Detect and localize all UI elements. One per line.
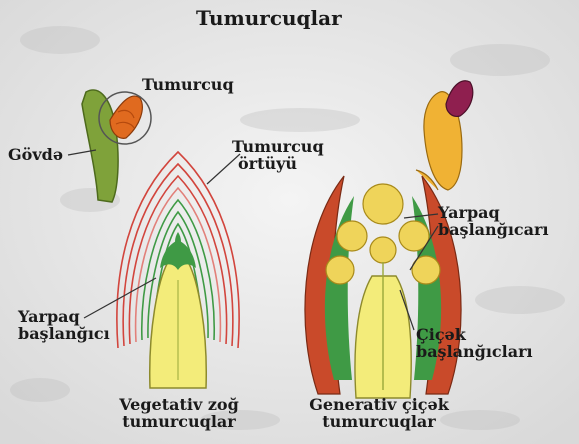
label-bud-cover-line2: örtüyü <box>232 155 324 172</box>
label-bud-cover: Tumurcuq örtüyü <box>232 138 324 173</box>
label-leaf-primordia: Yarpaq başlanğıcarı <box>438 204 549 239</box>
label-stem: Gövdə <box>8 146 63 163</box>
label-leaf-primordium-line1: Yarpaq <box>18 308 110 325</box>
label-bud-cover-line1: Tumurcuq <box>232 138 324 155</box>
label-vegetative-line1: Vegetativ zoğ <box>104 396 254 413</box>
label-leaf-primordia-line1: Yarpaq <box>438 204 549 221</box>
label-vegetative-buds: Vegetativ zoğ tumurcuqlar <box>104 396 254 431</box>
label-generative-line2: tumurcuqlar <box>294 413 464 430</box>
diagram-title: Tumurcuqlar <box>196 8 342 30</box>
label-flower-primordia-line2: başlanğıcları <box>416 343 533 360</box>
label-leaf-primordia-line2: başlanğıcarı <box>438 221 549 238</box>
label-generative-buds: Generativ çiçək tumurcuqlar <box>294 396 464 431</box>
label-flower-primordia: Çiçək başlanğıcları <box>416 326 533 361</box>
label-leaf-primordium: Yarpaq başlanğıcı <box>18 308 110 343</box>
label-leaf-primordium-line2: başlanğıcı <box>18 325 110 342</box>
label-bud: Tumurcuq <box>142 76 234 93</box>
label-vegetative-line2: tumurcuqlar <box>104 413 254 430</box>
label-flower-primordia-line1: Çiçək <box>416 326 533 343</box>
label-generative-line1: Generativ çiçək <box>294 396 464 413</box>
